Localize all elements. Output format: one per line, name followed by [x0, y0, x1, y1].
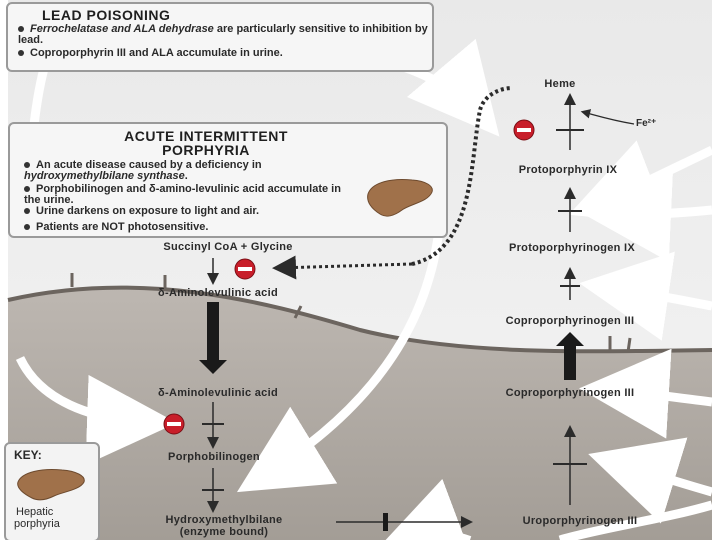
label-coproporphyrinogen-iii-cyto: Coproporphyrinogen III [506, 387, 635, 399]
aip-panel: ACUTE INTERMITTENT PORPHYRIA An acute di… [8, 122, 448, 238]
label-protoporphyrin-ix: Protoporphyrin IX [519, 164, 618, 176]
liver-icon [362, 174, 436, 220]
key-box: KEY: Hepatic porphyria [4, 442, 100, 540]
white-arrow-2 [608, 210, 712, 215]
label-ala-mito: δ-Aminolevulinic acid [158, 287, 278, 299]
inhibition-marker-ala-dehydratase [164, 414, 184, 434]
label-fe2: Fe²⁺ [636, 118, 656, 129]
label-enzyme-bound: (enzyme bound) [180, 526, 269, 538]
lead-poisoning-panel: LEAD POISONING Ferrochelatase and ALA de… [6, 2, 434, 72]
key-title: KEY: [14, 448, 42, 462]
label-uroporphyrinogen-iii: Uroporphyrinogen III [523, 515, 638, 527]
lead-bullet-2: Coproporphyrin III and ALA accumulate in… [18, 48, 428, 59]
aip-bullet-3: Urine darkens on exposure to light and a… [24, 206, 344, 217]
label-porphobilinogen: Porphobilinogen [168, 451, 260, 463]
inhibition-marker-ferrochelatase [514, 120, 534, 140]
aip-bullet-1: An acute disease caused by a deficiency … [24, 160, 354, 182]
lead-bullet-1: Ferrochelatase and ALA dehydrase are par… [18, 24, 428, 46]
label-succinyl-coa-glycine: Succinyl CoA + Glycine [163, 241, 292, 253]
inhibition-marker-ala-synthase [235, 259, 255, 279]
label-ala-cyto: δ-Aminolevulinic acid [158, 387, 278, 399]
label-hydroxymethylbilane: Hydroxymethylbilane [166, 514, 283, 526]
aip-title-line2: PORPHYRIA [56, 142, 356, 158]
aip-bullet-4: Patients are NOT photosensitive. [24, 222, 354, 233]
aip-bullet-2: Porphobilinogen and δ-amino-levulinic ac… [24, 184, 344, 206]
hepatic-liver-icon [14, 466, 90, 502]
key-label-hepatic: Hepatic [16, 506, 53, 518]
label-coproporphyrinogen-iii-mito: Coproporphyrinogen III [506, 315, 635, 327]
label-protoporphyrinogen-ix: Protoporphyrinogen IX [509, 242, 635, 254]
label-heme: Heme [544, 78, 575, 90]
key-label-porphyria: porphyria [14, 518, 60, 530]
lead-poisoning-title: LEAD POISONING [42, 7, 170, 23]
